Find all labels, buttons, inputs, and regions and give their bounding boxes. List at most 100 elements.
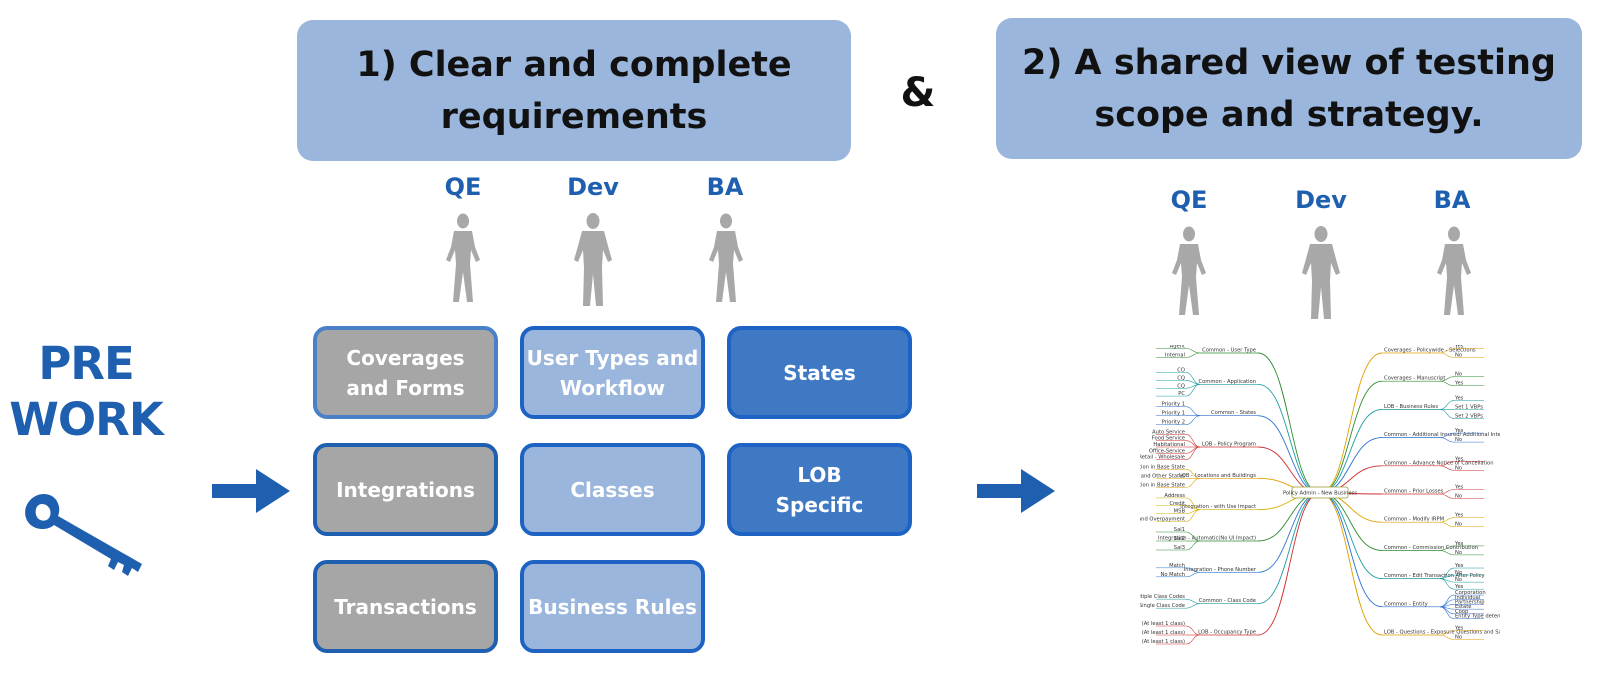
mindmap-leaf-label: Sal3 <box>1174 545 1185 551</box>
mindmap-leaf-line <box>1185 509 1201 522</box>
mindmap-leaf-label: Yes <box>1454 485 1464 491</box>
banner-left-line-1: 1) Clear and complete <box>356 44 792 85</box>
person-icon <box>574 213 612 306</box>
mindmap-branch-label: LOB - Locations and Buildings <box>1179 473 1256 479</box>
mindmap-leaf-line <box>1439 550 1455 556</box>
mindmap-branch-label: LOB - Business Rules <box>1384 404 1438 410</box>
tile-integrations: Integrations <box>313 443 498 536</box>
mindmap-leaf-line <box>1439 634 1455 640</box>
mindmap-leaf-line <box>1185 384 1201 397</box>
mindmap-branch-label: LOB - Questions - Exposure Questions and… <box>1384 630 1500 636</box>
mindmap-leaf-line <box>1185 446 1201 454</box>
mindmap-leaf-label: Priority 1 <box>1162 402 1185 408</box>
mindmap-leaf-label: Multiple Location in Base State and Othe… <box>1140 473 1185 479</box>
tile-label: Business Rules <box>528 594 697 619</box>
mindmap-branch-label: Common - Advance Notice of Cancellation <box>1384 460 1494 466</box>
tile-label: Transactions <box>334 594 477 619</box>
tile-lob-specific: LOB Specific <box>727 443 912 536</box>
mindmap-leaf-line <box>1185 446 1201 460</box>
mindmap-leaf-line <box>1185 440 1201 448</box>
mindmap-branch-line <box>1257 492 1321 573</box>
mindmap-leaf-line <box>1185 352 1201 358</box>
mindmap-leaf-line <box>1439 380 1455 386</box>
requirements-banner: 1) Clear and complete requirements <box>297 20 851 161</box>
mindmap-center-node <box>1291 486 1349 499</box>
person-icon <box>1172 226 1206 315</box>
mindmap-branch-line <box>1257 383 1321 494</box>
prework-line-2: WORK <box>9 393 163 446</box>
mindmap-leaf-label: Food Service <box>1152 436 1185 442</box>
mindmap-leaf-label: Individual <box>1455 595 1480 601</box>
mindmap-leaf-label: Credit <box>1169 501 1185 507</box>
mindmap-leaf-label: CQ <box>1177 383 1185 389</box>
mindmap-leaf-label: Billing and Overpayment <box>1140 516 1185 522</box>
mindmap-leaf-label: Yes <box>1454 563 1464 569</box>
person-icon <box>709 213 743 302</box>
mindmap-branch-label: Coverages - Policywide - Selections <box>1384 348 1476 354</box>
mindmap-leaf-label: No <box>1455 577 1462 583</box>
banner-left-line-2: requirements <box>440 96 708 137</box>
mindmap-branch-label: Common - Edit Transaction After Policy <box>1384 573 1485 579</box>
mindmap-leaf-label: PC <box>1178 391 1185 397</box>
mindmap-leaf-label: Priority 1 <box>1162 411 1185 417</box>
key-icon <box>25 494 142 576</box>
mindmap-branch-line <box>1319 408 1383 494</box>
mindmap-branch-line <box>1319 437 1383 494</box>
tile-label: States <box>783 360 856 385</box>
role-label-qe-left: QE <box>444 173 482 201</box>
mindmap-leaf-label: No <box>1455 550 1462 556</box>
mindmap-leaf-label: Sal1 <box>1174 527 1185 533</box>
mindmap-leaf-label: No <box>1455 635 1462 641</box>
mindmap-leaf-line <box>1185 634 1201 645</box>
mindmap-leaf-label: Lessors Risk (At least 1 class) <box>1140 639 1185 645</box>
mindmap-leaf-label: Multiple Location in Base State <box>1140 464 1185 470</box>
tile-label: Classes <box>570 477 655 502</box>
tile-label: Specific <box>775 492 864 517</box>
tile-label: Integrations <box>336 477 475 502</box>
mindmap-leaf-label: Corporation <box>1455 590 1486 596</box>
mindmap-branch-label: Common - Modify IRPM <box>1384 517 1444 523</box>
mindmap-leaf-label: CO <box>1177 368 1185 374</box>
mindmap-leaf-line <box>1439 521 1455 527</box>
mindmap-leaf-line <box>1439 409 1455 419</box>
ampersand-text: & <box>900 70 936 116</box>
mindmap-branch-line <box>1319 492 1383 608</box>
mindmap-branch-label: LOB - Policy Program <box>1202 442 1256 448</box>
mindmap-leaf-label: No <box>1455 372 1462 378</box>
mindmap-branch-label: Common - User Type <box>1202 348 1256 354</box>
mindmap-leaf-label: Yes <box>1454 381 1464 387</box>
mindmap-leaf-label: Partnership <box>1455 599 1485 605</box>
mindmap-branch-label: Common - Additional Insured/ Additional … <box>1384 432 1500 438</box>
mindmap-branch-line <box>1319 380 1383 494</box>
mindmap-leaf-line <box>1439 578 1455 590</box>
mindmap-leaf-line <box>1185 406 1201 416</box>
mindmap-leaf-line <box>1185 572 1201 578</box>
mindmap-branch-line <box>1257 352 1321 494</box>
mindmap-leaf-label: Yes <box>1454 456 1464 462</box>
tile-label: Workflow <box>559 375 666 400</box>
mindmap-branch-label: Coverages - Manuscript <box>1384 376 1445 382</box>
banner-right-line-1: 2) A shared view of testing <box>1022 42 1556 83</box>
role-label-ba-left: BA <box>706 173 744 201</box>
mindmap-leaf-label: Yes <box>1454 584 1464 590</box>
mindmap-leaf-label: Coop <box>1455 609 1469 615</box>
tile-transactions: Transactions <box>313 560 498 653</box>
mindmap-leaf-label: No Match <box>1160 572 1185 578</box>
mindmap-leaf-label: Estate <box>1455 604 1471 610</box>
testing-scope-banner: 2) A shared view of testing scope and st… <box>996 18 1582 159</box>
mindmap-leaf-line <box>1439 594 1455 608</box>
mindmap-leaf-line <box>1185 415 1201 425</box>
arrow-right-icon <box>212 469 290 513</box>
mindmap-leaf-label: No <box>1455 522 1462 528</box>
mindmap-leaf-label: No <box>1455 465 1462 471</box>
mindmap-branch-label: Common - Application <box>1198 379 1256 385</box>
mindmap-center-label: Policy Admin - New Business <box>1283 491 1357 497</box>
mindmap-leaf-label: Internal <box>1165 353 1185 359</box>
mindmap-leaf-line <box>1439 604 1455 608</box>
mindmap-leaf-label: Match <box>1169 563 1185 569</box>
mindmap-leaf-label: Entity Type determined by Phone # match <box>1455 614 1500 620</box>
mindmap-leaf-label: Yes <box>1454 395 1464 401</box>
mindmap-branch-label: Integration - Automatic(No UI Impact) <box>1158 536 1256 542</box>
mindmap-branch-line <box>1257 492 1321 605</box>
arrow-right-icon <box>977 469 1055 513</box>
